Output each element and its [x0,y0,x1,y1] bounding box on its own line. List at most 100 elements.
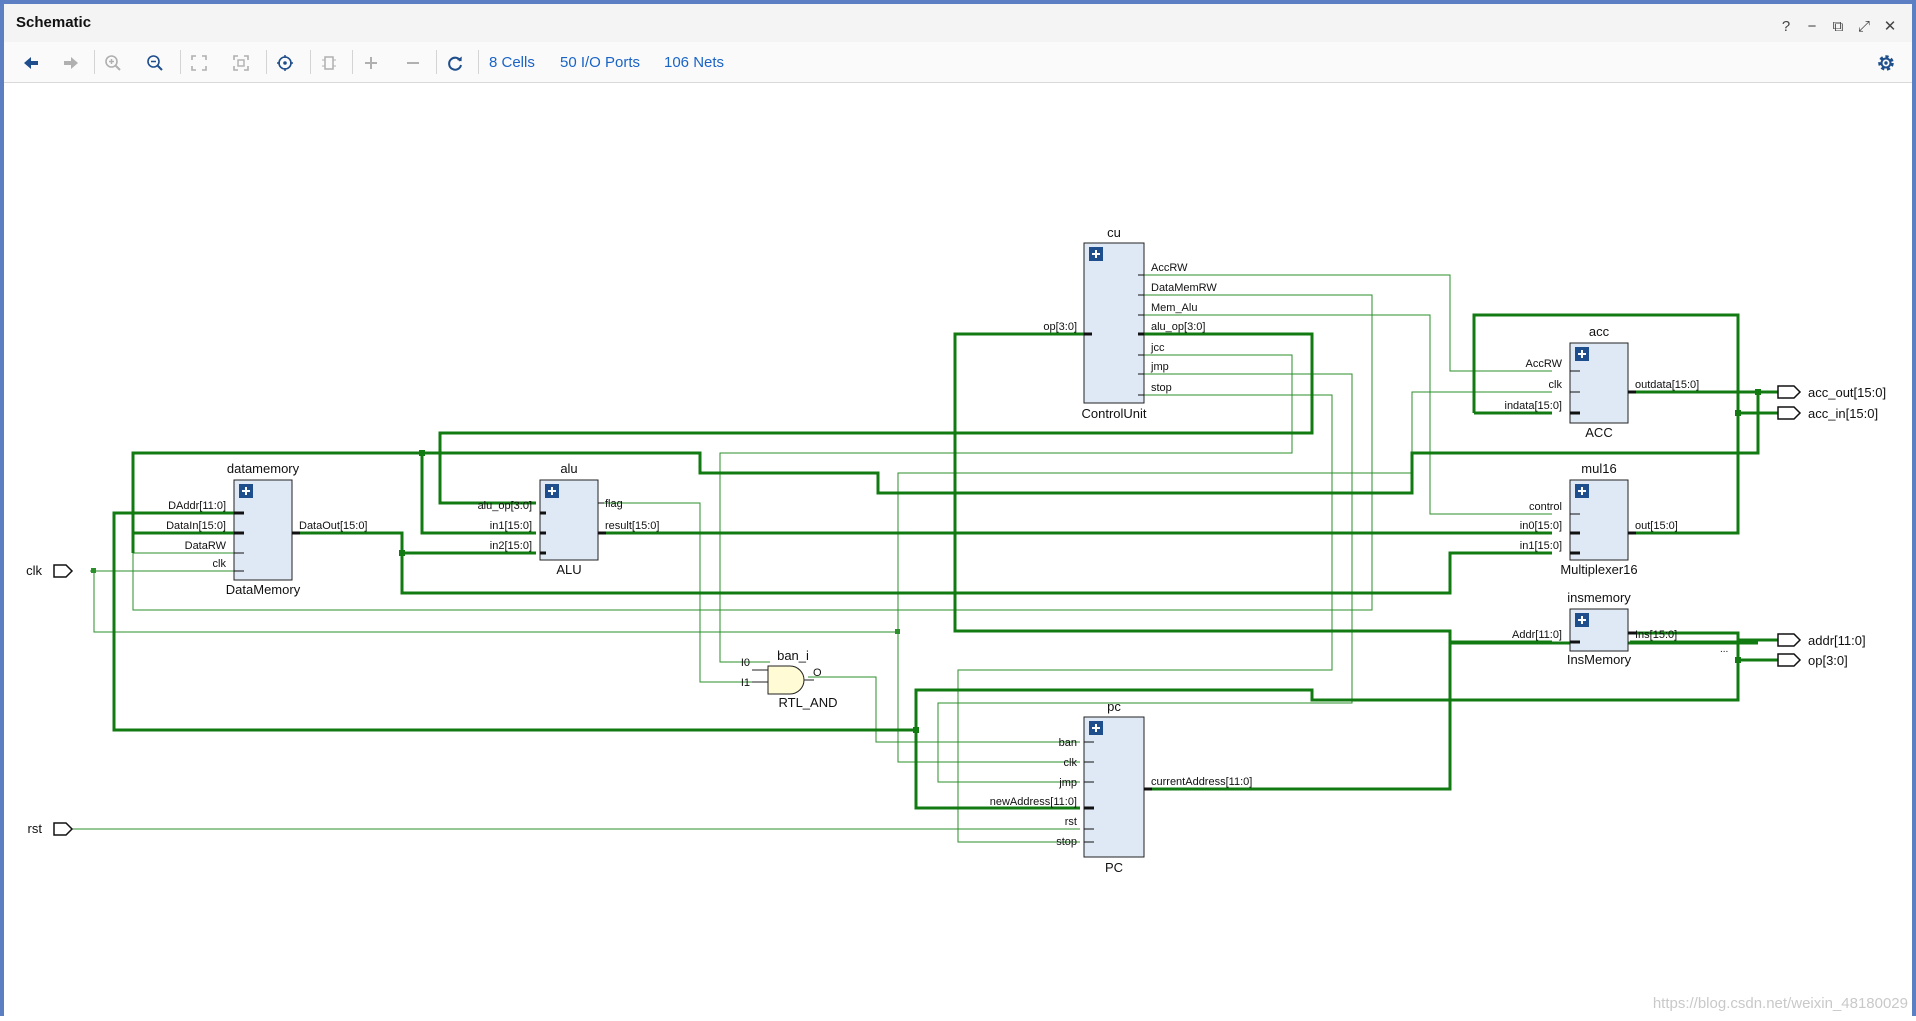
cells [233,242,1629,858]
mul16-type-label: Multiplexer16 [1560,562,1637,577]
port-op-icon[interactable] [1777,653,1802,667]
expand-plus-icon [1089,721,1103,735]
thin-wires [72,274,1552,843]
minimize-icon[interactable]: − [1807,18,1817,35]
fit-icon [191,55,207,71]
ban-i-instance-label: ban_i [777,648,809,663]
port-addr-label: addr[11:0] [1808,633,1866,648]
net-clk-pc [93,571,1080,763]
zoom-area-icon [233,55,249,71]
net-datamemrw [132,294,1373,611]
gate-pins [752,669,814,683]
gear-icon [1878,55,1894,71]
acc-pin-accrw: AccRW [1526,358,1563,370]
ban-i-pin-o: O [813,667,822,679]
port-addr-icon[interactable] [1777,633,1802,647]
cell-cu[interactable] [1083,242,1145,404]
fit-selection-button[interactable] [316,50,342,76]
target-icon [277,55,293,71]
help-icon[interactable]: ? [1781,18,1791,35]
port-rst-icon[interactable] [53,822,74,836]
select-target-button[interactable] [272,50,298,76]
bus-currentaddr [1144,640,1552,791]
schematic-canvas[interactable]: cu ControlUnit op[3:0] AccRW DataMemRW M… [4,83,1912,1016]
mul16-pin-in1: in1[15:0] [1520,540,1562,552]
bus-acc-in [1472,313,1788,415]
port-acc-out-label: acc_out[15:0] [1808,385,1886,400]
port-clk-label: clk [26,563,42,578]
expand-plus-icon [1575,484,1589,498]
bus-mux-out [1630,413,1740,535]
acc-pin-outdata: outdata[15:0] [1635,379,1699,391]
pc-instance-label: pc [1107,699,1121,714]
port-clk-icon[interactable] [53,564,74,578]
datamemory-pin-datarw: DataRW [185,540,227,552]
thin-junctions [91,568,900,634]
junction-acc-in [1735,410,1741,416]
junction-op [1735,657,1741,663]
alu-pin-flag: flag [605,498,623,510]
zoom-in-button[interactable] [100,50,126,76]
ban-i-pin-i0: I0 [741,657,750,669]
pc-pin-stop: stop [1056,836,1077,848]
title-bar: Schematic ? − ⧉ ⤢ ✕ [4,4,1912,42]
forward-button[interactable] [58,50,84,76]
datamemory-pin-daddr: DAddr[11:0] [168,500,226,512]
insmemory-type-label: InsMemory [1567,652,1632,667]
insmemory-pin-addr: Addr[11:0] [1512,629,1562,641]
ban-i-pin-i1: I1 [741,677,750,689]
expand-plus-icon [545,484,559,498]
junction-newaddr [913,727,919,733]
mul16-pin-out: out[15:0] [1635,520,1678,532]
back-button[interactable] [18,50,44,76]
cu-instance-label: cu [1107,225,1121,240]
pc-pin-currentaddress: currentAddress[11:0] [1151,776,1252,788]
cell-pc[interactable] [1083,716,1145,858]
alu-pin-in1: in1[15:0] [490,520,532,532]
zoom-fit-button[interactable] [186,50,212,76]
bus-alu-op [438,332,1314,505]
refresh-button[interactable] [442,50,468,76]
arrow-right-icon [64,57,78,69]
acc-pin-clk: clk [1549,379,1563,391]
pc-pin-rst: rst [1065,816,1077,828]
alu-pin-result: result[15:0] [605,520,659,532]
net-jmp [937,373,1353,783]
expand-button[interactable] [358,50,384,76]
net-clk-acc [897,391,1552,632]
alu-pin-alu-op: alu_op[3:0] [478,500,532,512]
net-jcc [719,354,1293,663]
insmemory-pin-ins: Ins[15:0] [1635,629,1677,641]
bus-daddr [112,511,916,732]
alu-instance-label: alu [560,461,577,476]
net-accrw [1138,274,1552,372]
zoom-out-button[interactable] [142,50,168,76]
maximize-icon[interactable]: ⤢ [1857,18,1870,35]
gate-ban-i[interactable] [767,665,805,695]
port-acc-out-icon[interactable] [1777,385,1802,399]
restore-icon[interactable]: ⧉ [1832,18,1844,35]
port-acc-in-icon[interactable] [1777,406,1802,420]
acc-type-label: ACC [1585,425,1612,440]
minus-icon [407,62,419,64]
settings-button[interactable] [1874,51,1898,75]
bus-ellipsis: ... [1720,644,1728,655]
collapse-button[interactable] [400,50,426,76]
window-controls: ? − ⧉ ⤢ ✕ [1776,18,1900,36]
cu-pin-alu-op: alu_op[3:0] [1151,321,1205,333]
pc-type-label: PC [1105,860,1123,875]
io-ports-count-link[interactable]: 50 I/O Ports [560,54,641,71]
junction-alu-loop [419,450,425,456]
cu-pin-stop: stop [1151,382,1172,394]
cells-count-link[interactable]: 8 Cells [489,54,535,71]
close-icon[interactable]: ✕ [1883,18,1897,35]
alu-type-label: ALU [556,562,581,577]
cu-pin-mem-alu: Mem_Alu [1151,302,1197,314]
cu-type-label: ControlUnit [1081,406,1146,421]
pc-pin-ban: ban [1059,737,1077,749]
net-stop [957,394,1333,843]
refresh-icon [448,56,462,71]
nets-count-link[interactable]: 106 Nets [664,54,725,71]
zoom-area-button[interactable] [228,50,254,76]
acc-instance-label: acc [1589,324,1610,339]
